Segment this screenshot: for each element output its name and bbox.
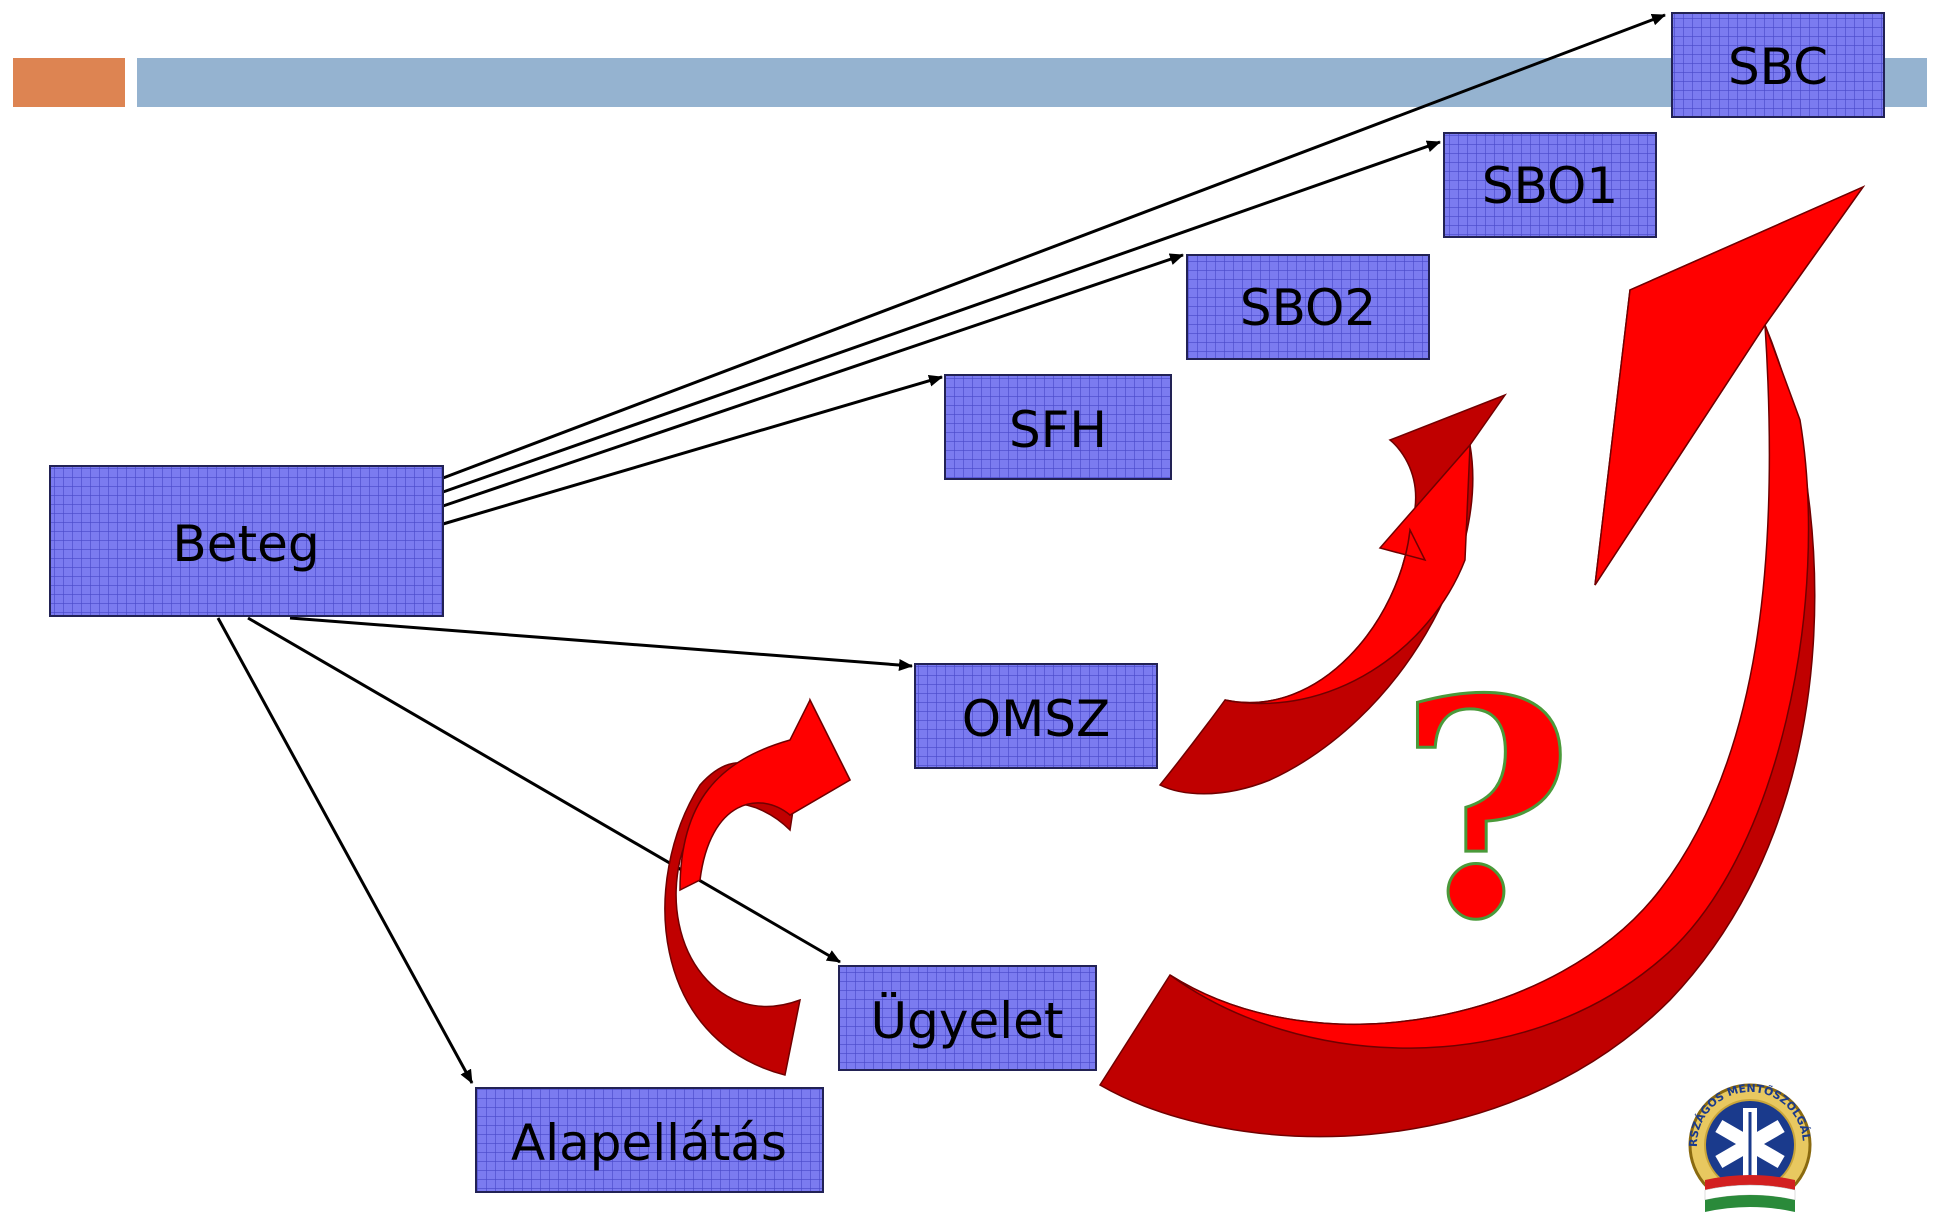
header-accent (13, 58, 125, 107)
node-alapellatas: Alapellátás (475, 1087, 824, 1193)
node-ugyelet-label: Ügyelet (871, 992, 1064, 1050)
node-omsz-label: OMSZ (962, 690, 1111, 748)
node-beteg: Beteg (49, 465, 444, 617)
arrow-beteg-sbc (442, 13, 1666, 480)
node-beteg-label: Beteg (172, 515, 319, 573)
node-omsz: OMSZ (914, 663, 1158, 769)
arrow-beteg-sbo2 (442, 253, 1184, 508)
question-mark: ? (1398, 633, 1574, 986)
arrow-beteg-sfh (442, 374, 943, 526)
arrow-beteg-sbo1 (442, 140, 1441, 494)
node-ugyelet: Ügyelet (838, 965, 1097, 1071)
node-sfh-label: SFH (1009, 401, 1107, 459)
header-bar (137, 58, 1927, 107)
node-alapellatas-label: Alapellátás (511, 1114, 787, 1172)
node-sbo2: SBO2 (1186, 254, 1430, 360)
connector-arrows (216, 13, 1666, 1084)
arrow-beteg-ugyelet (247, 616, 841, 964)
node-sbc-label: SBC (1728, 38, 1828, 96)
arrow-beteg-omsz (289, 616, 913, 671)
curved-arrow-ugyelet-sbc (1098, 185, 1866, 1138)
arrow-beteg-alapellatas (216, 617, 474, 1084)
node-sbo2-label: SBO2 (1240, 279, 1376, 337)
curved-arrow-omsz-sbo (1158, 393, 1508, 795)
node-sbo1-label: SBO1 (1482, 157, 1618, 215)
curved-arrow-ugyelet-omsz (664, 697, 851, 1076)
node-sbo1: SBO1 (1443, 132, 1657, 238)
node-sfh: SFH (944, 374, 1172, 480)
node-sbc: SBC (1671, 12, 1885, 118)
